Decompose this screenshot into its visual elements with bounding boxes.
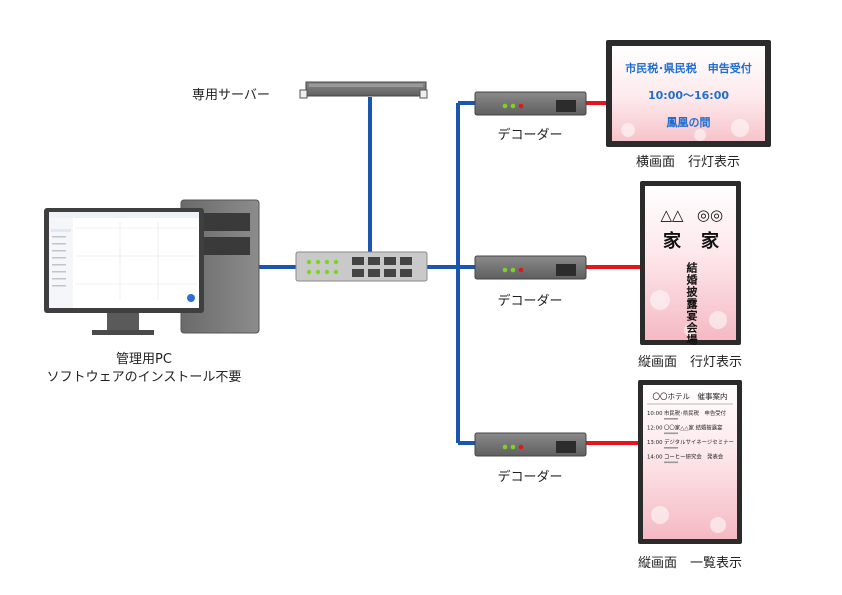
server-label: 専用サーバー — [192, 88, 270, 103]
list-header: 〇〇ホテル 催事案内 — [653, 391, 728, 401]
network-hub — [295, 251, 428, 282]
pc-label-line1: 管理用PC — [116, 352, 172, 367]
pc-label-line2: ソフトウェアのインストール不要 — [46, 370, 242, 385]
landscape-line1: 市民税･県民税 申告受付 — [625, 61, 752, 75]
event-vertical-text: 結婚披露宴会場 — [685, 262, 698, 346]
decoder-1 — [474, 91, 587, 116]
display1-caption: 横画面 行灯表示 — [635, 155, 740, 170]
list-row-time: 14:00 — [647, 455, 663, 461]
server-device — [299, 81, 428, 99]
lan-cables — [258, 97, 476, 445]
list-row-time: 13:00 — [647, 440, 663, 446]
management-pc — [44, 199, 260, 335]
decoder-3 — [474, 432, 587, 457]
family2-name: 家 — [701, 230, 720, 252]
family2-mark: ◎◎ — [697, 206, 723, 224]
hdmi-cables — [586, 101, 640, 445]
display-portrait-andon: △△ 家 ◎◎ 家 — [640, 181, 741, 345]
landscape-line3: 鳳凰の間 — [667, 116, 711, 129]
display-landscape: 市民税･県民税 申告受付 10:00〜16:00 鳳凰の間 — [606, 40, 771, 147]
family1-mark: △△ — [660, 206, 684, 224]
list-row-subline — [664, 461, 678, 464]
list-row-title: デジタルサイネージセミナー — [664, 438, 734, 446]
list-row-subline — [664, 418, 678, 420]
hub-status-leds — [306, 259, 339, 275]
list-row-title: 市民税･県民税 申告受付 — [664, 409, 727, 417]
decoder-2 — [474, 255, 587, 280]
list-row-time: 12:00 — [647, 426, 663, 432]
list-row-subline — [664, 447, 678, 449]
list-row-time: 10:00 — [647, 411, 663, 417]
family1-name: 家 — [663, 230, 682, 252]
landscape-line2: 10:00〜16:00 — [648, 89, 729, 102]
decoder2-label: デコーダー — [497, 294, 563, 309]
list-row-title: 〇〇家△△家 結婚披露宴 — [664, 424, 723, 432]
display3-caption: 縦画面 一覧表示 — [637, 556, 742, 571]
list-row-title: コーヒー研究会 発表会 — [664, 453, 724, 461]
display2-caption: 縦画面 行灯表示 — [637, 355, 742, 370]
hub-ports — [352, 257, 412, 277]
decoder1-label: デコーダー — [497, 128, 563, 143]
decoder3-label: デコーダー — [497, 470, 563, 485]
list-row-subline — [664, 432, 678, 435]
